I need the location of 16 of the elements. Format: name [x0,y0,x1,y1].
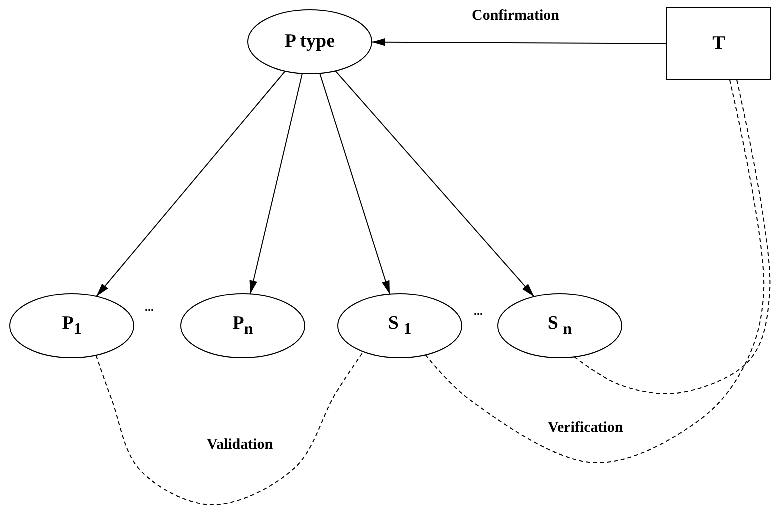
arrow [320,73,390,295]
node-label: P$_{1}$ [62,313,82,339]
connector-line [96,351,364,506]
node-label: P$_{n}$ [232,313,254,339]
node-label: T [712,33,726,55]
arrow [372,38,668,46]
node-label: S $_{1}$ [388,313,412,339]
node-label: P type [284,31,336,53]
connector-line [425,80,764,464]
connector-line [574,80,770,394]
node-label: S $_{n}$ [548,313,572,339]
ellipsis-text: ... [473,304,484,319]
ellipsis-text: ... [144,300,155,315]
arrow [335,70,535,298]
arrow [250,73,303,295]
arrow [96,70,286,298]
